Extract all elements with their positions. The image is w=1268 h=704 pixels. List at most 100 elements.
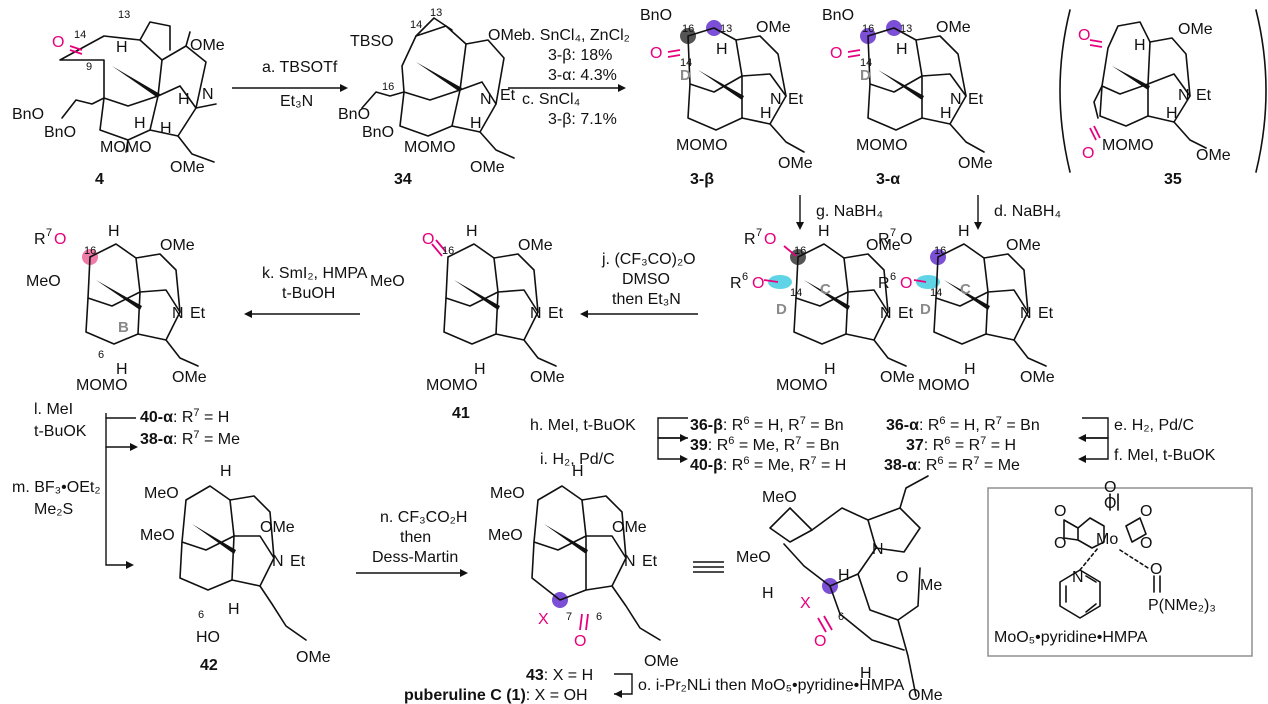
svg-text:N: N — [202, 86, 214, 103]
svg-text:14: 14 — [680, 57, 692, 69]
svg-text:N: N — [950, 91, 962, 108]
svg-text:9: 9 — [86, 61, 92, 73]
svg-text:H: H — [1166, 105, 1178, 122]
svg-text:H: H — [228, 601, 240, 618]
label-4: 4 — [95, 171, 104, 188]
svg-text:37: R6 = R7 = H: 37: R6 = R7 = H — [906, 435, 1016, 454]
svg-text:OMe: OMe — [612, 519, 647, 536]
svg-text:j. (CF₃CO)₂O: j. (CF₃CO)₂O — [601, 251, 696, 268]
svg-text:Et: Et — [788, 91, 804, 108]
svg-text:Me: Me — [920, 577, 942, 594]
svg-text:3-β: 7.1%: 3-β: 7.1% — [548, 111, 617, 128]
svg-text:36-α: R6 = H, R7 = Bn: 36-α: R6 = H, R7 = Bn — [886, 415, 1040, 434]
svg-text:MeO: MeO — [144, 485, 179, 502]
svg-text:40-β: R6 = Me, R7 = H: 40-β: R6 = Me, R7 = H — [690, 455, 846, 474]
svg-text:N: N — [1178, 87, 1190, 104]
svg-text:BnO: BnO — [338, 106, 370, 123]
compound-36-alpha-series: R 7 O 16 R 6 O 14 C D H OMe H MOMO Et N … — [878, 223, 1055, 394]
svg-text:MOMO: MOMO — [1102, 137, 1154, 154]
svg-text:16: 16 — [862, 23, 874, 35]
svg-text:O: O — [54, 231, 66, 248]
svg-text:O: O — [764, 231, 776, 248]
svg-text:MeO: MeO — [26, 273, 61, 290]
compound-4: O 14 13 9 H OMe BnO BnO MOMO H N H H OMe… — [12, 9, 225, 188]
svg-text:H: H — [466, 223, 478, 240]
svg-text:OMe: OMe — [908, 687, 943, 704]
svg-text:TBSO: TBSO — [350, 33, 394, 50]
svg-text:6: 6 — [838, 611, 844, 623]
svg-text:h. MeI, t-BuOK: h. MeI, t-BuOK — [530, 417, 636, 434]
svg-text:OMe: OMe — [172, 369, 207, 386]
svg-text:e. H₂, Pd/C: e. H₂, Pd/C — [1114, 417, 1194, 434]
svg-text:N: N — [770, 91, 782, 108]
svg-text:then Et₃N: then Et₃N — [612, 291, 681, 308]
svg-text:N: N — [172, 305, 184, 322]
svg-text:O: O — [1082, 145, 1094, 162]
svg-text:then: then — [400, 529, 431, 546]
svg-text:H: H — [860, 665, 872, 682]
svg-text:Dess-Martin: Dess-Martin — [372, 549, 458, 566]
svg-text:16: 16 — [382, 81, 394, 93]
svg-text:6: 6 — [198, 609, 204, 621]
svg-text:H: H — [108, 223, 120, 240]
svg-text:Et: Et — [898, 305, 914, 322]
svg-text:DMSO: DMSO — [622, 271, 670, 288]
svg-text:H: H — [116, 39, 128, 56]
svg-text:O: O — [422, 231, 434, 248]
svg-text:N: N — [880, 305, 892, 322]
svg-text:MOMO: MOMO — [76, 377, 128, 394]
svg-text:N: N — [624, 553, 636, 570]
svg-text:N: N — [530, 305, 542, 322]
svg-text:OMe: OMe — [530, 369, 565, 386]
svg-text:H: H — [470, 115, 482, 132]
svg-text:m. BF₃•OEt₂: m. BF₃•OEt₂ — [12, 479, 101, 496]
svg-text:H: H — [572, 463, 584, 480]
svg-text:MOMO: MOMO — [404, 139, 456, 156]
svg-text:OMe: OMe — [1178, 21, 1213, 38]
svg-text:OMe: OMe — [160, 237, 195, 254]
svg-text:l. MeI: l. MeI — [34, 401, 73, 418]
svg-text:O: O — [1150, 561, 1162, 578]
svg-text:16: 16 — [682, 23, 694, 35]
svg-text:OMe: OMe — [1006, 237, 1041, 254]
substituent-labels: 40-α: R7 = H 38-α: R7 = Me 36-β: R6 = H,… — [140, 407, 1040, 704]
svg-text:a. TBSOTf: a. TBSOTf — [262, 59, 338, 76]
svg-text:7: 7 — [890, 227, 896, 239]
svg-text:i. H₂, Pd/C: i. H₂, Pd/C — [540, 451, 615, 468]
label-3-alpha: 3-α — [876, 171, 900, 188]
svg-text:O: O — [1140, 535, 1152, 552]
svg-text:MOMO: MOMO — [856, 137, 908, 154]
svg-text:HO: HO — [196, 629, 220, 646]
compound-38-40-alpha: R 7 O 16 MeO H OMe B 6 H MOMO Et N OMe — [26, 223, 207, 394]
svg-text:16: 16 — [84, 245, 96, 257]
svg-text:Et: Et — [968, 91, 984, 108]
svg-text:R: R — [744, 231, 756, 248]
compound-41: O 16 MeO H OMe H MOMO Et N OMe 41 — [370, 223, 565, 422]
svg-text:H: H — [134, 115, 146, 132]
svg-text:14: 14 — [930, 287, 942, 299]
svg-text:MOMO: MOMO — [100, 139, 152, 156]
svg-text:O: O — [752, 275, 764, 292]
svg-text:R: R — [34, 231, 46, 248]
svg-text:k. SmI₂, HMPA: k. SmI₂, HMPA — [262, 265, 368, 282]
svg-text:O: O — [1054, 535, 1066, 552]
compound-36-beta-series: R 7 O 16 R 6 O 14 C D H OMe H MOMO Et N … — [730, 223, 915, 394]
svg-text:C: C — [820, 281, 831, 298]
svg-text:H: H — [958, 223, 970, 240]
svg-text:Et: Et — [500, 87, 516, 104]
svg-text:38-α: R7 = Me: 38-α: R7 = Me — [140, 429, 240, 448]
svg-text:O: O — [830, 45, 842, 62]
compound-42: MeO MeO H OMe 6 HO H Et N OMe 42 — [140, 463, 331, 674]
svg-text:f. MeI, t-BuOK: f. MeI, t-BuOK — [1114, 447, 1216, 464]
compound-35: O O OMe MOMO H Et N H OMe 35 — [1059, 9, 1267, 188]
svg-text:Et: Et — [1196, 87, 1212, 104]
svg-text:H: H — [964, 361, 976, 378]
svg-text:H: H — [160, 120, 172, 137]
svg-text:OMe: OMe — [880, 369, 915, 386]
svg-text:D: D — [920, 301, 931, 318]
svg-text:Et: Et — [190, 305, 206, 322]
svg-text:N: N — [1020, 305, 1032, 322]
svg-text:OMe: OMe — [958, 155, 993, 172]
svg-text:H: H — [220, 463, 232, 480]
